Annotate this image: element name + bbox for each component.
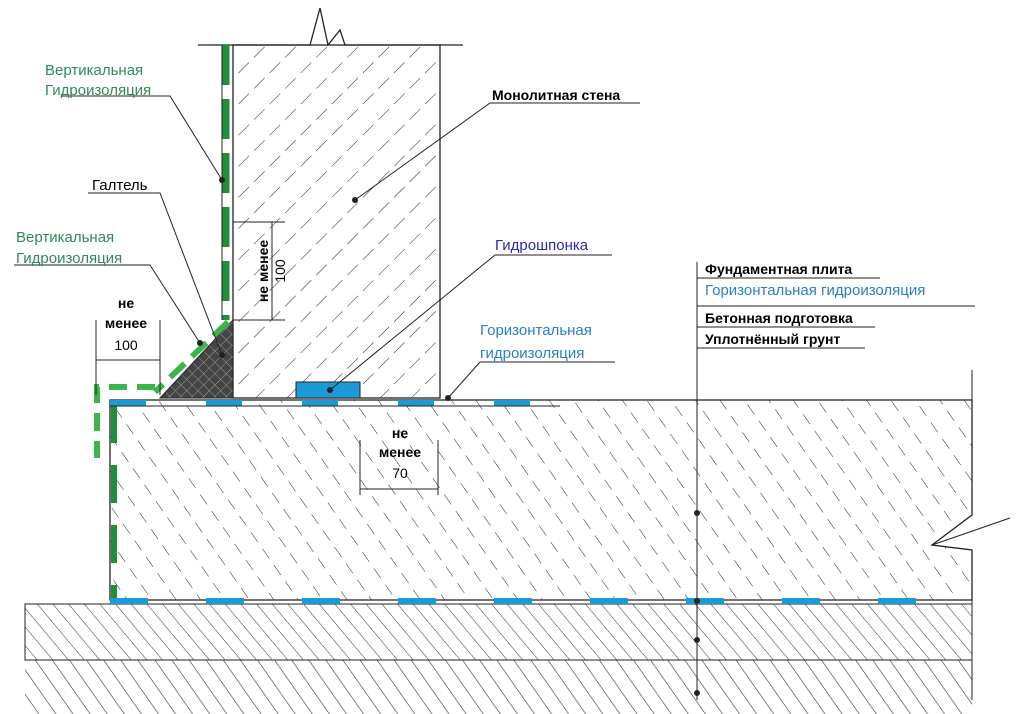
dim-70-text2: менее [379, 444, 421, 460]
foundation-slab [109, 399, 973, 601]
label-waterstop: Гидрошпонка [495, 237, 589, 254]
label-concrete-prep: Бетонная подготовка [705, 310, 853, 326]
dim-horizontal-100-value: 100 [114, 337, 138, 353]
dim-vertical-100-value: 100 [272, 259, 288, 283]
compacted-soil [25, 660, 972, 714]
concrete-preparation [24, 603, 973, 661]
dim-horizontal-100-text2: менее [105, 315, 147, 331]
label-compacted-soil: Уплотнённый грунт [705, 331, 840, 347]
label-horizontal-wp-2: гидроизоляция [480, 345, 584, 362]
label-galtel: Галтель [92, 177, 148, 194]
wall-break-line [198, 7, 463, 47]
vertical-waterproofing-outer [94, 384, 155, 458]
dim-vertical-100-text: не менее [255, 240, 271, 303]
dim-70-value: 70 [392, 465, 408, 481]
vertical-waterproofing-galtel [152, 319, 231, 395]
dim-70-text1: не [392, 425, 408, 441]
label-vertical-wp-bottom-2: Гидроизоляция [16, 250, 122, 267]
label-horizontal-wp-layer: Горизонтальная гидроизоляция [705, 282, 925, 299]
galtel-fillet [158, 318, 234, 399]
label-horizontal-wp-1: Горизонтальная [480, 322, 592, 339]
label-vertical-wp-top-2: Гидроизоляция [45, 82, 151, 99]
label-vertical-wp-top-1: Вертикальная [45, 62, 143, 79]
label-vertical-wp-bottom-1: Вертикальная [16, 229, 114, 246]
label-monolithic-wall: Монолитная стена [492, 87, 620, 103]
dim-horizontal-100-text1: не [118, 295, 134, 311]
label-foundation-slab: Фундаментная плита [705, 261, 852, 277]
